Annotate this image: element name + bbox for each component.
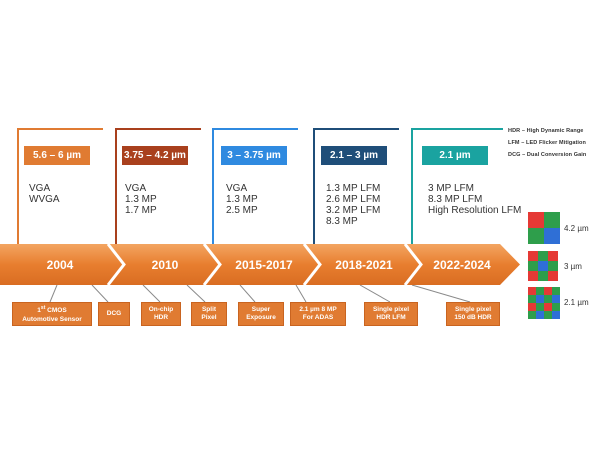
pixel-grid-3um-icon [528,251,558,281]
chevron-divider [202,243,222,286]
pixel-size-2015: 3 – 3.75 µm [221,146,287,165]
milestone-line: 2.1 µm 8 MP [299,306,337,313]
milestone-super-exposure: Super Exposure [238,302,284,326]
year-2018-2021: 2018-2021 [335,257,393,272]
milestone-line: Single pixel [372,306,410,313]
year-2022-2024: 2022-2024 [433,257,491,272]
milestone-line: Automotive Sensor [22,315,82,323]
chevron-divider [106,243,126,286]
milestone-line: Pixel [201,314,217,321]
chevron-divider [403,243,423,286]
timeline-arrow [0,243,520,286]
milestone-on-chip-hdr: On-chip HDR [141,302,181,326]
legend-dcg: DCG – Dual Conversion Gain [508,152,587,158]
era-bracket-2010 [115,128,201,244]
milestone-connectors [49,285,471,303]
milestone-line: Single pixel [454,306,492,313]
milestone-line: HDR LFM [376,314,406,321]
milestone-line: HDR [153,314,169,321]
chevron-divider [302,243,322,286]
milestone-first-cmos: 1st CMOS Automotive Sensor [12,302,92,326]
pixel-grid-label: 4.2 µm [564,224,589,233]
year-2015-2017: 2015-2017 [235,257,293,272]
era-bracket-2015 [212,128,298,244]
resolutions-2004: VGA WVGA [29,183,60,205]
legend-hdr: HDR – High Dynamic Range [508,128,584,134]
milestone-dcg: DCG [98,302,130,326]
year-2010: 2010 [151,257,179,272]
milestone-line: Super [251,306,271,313]
resolutions-2022: 3 MP LFM 8.3 MP LFM High Resolution LFM [428,183,522,216]
legend-lfm: LFM – LED Flicker Mitigation [508,140,586,146]
pixel-grid-label: 2.1 µm [564,298,589,307]
milestone-single-pixel-hdr-lfm: Single pixel HDR LFM [364,302,418,326]
milestone-8mp-adas: 2.1 µm 8 MP For ADAS [290,302,346,326]
milestone-single-pixel-150db: Single pixel 150 dB HDR [446,302,500,326]
resolutions-2010: VGA 1.3 MP 1.7 MP [125,183,157,216]
pixel-grid-4-2um-icon [528,212,560,244]
pixel-size-2004: 5.6 – 6 µm [24,146,90,165]
era-bracket-2018 [313,128,399,244]
milestone-line: 150 dB HDR [454,314,492,321]
pixel-grid-label: 3 µm [564,262,582,271]
resolutions-2015: VGA 1.3 MP 2.5 MP [226,183,258,216]
era-bracket-2022 [411,128,503,244]
milestone-line: DCG [106,310,122,317]
pixel-size-2018: 2.1 – 3 µm [321,146,387,165]
milestone-line: For ADAS [302,314,334,321]
pixel-size-2022: 2.1 µm [422,146,488,165]
milestone-line: On-chip [148,306,174,313]
resolutions-2018: 1.3 MP LFM 2.6 MP LFM 3.2 MP LFM 8.3 MP [326,183,381,227]
pixel-grid-2-1um-icon [528,287,560,319]
milestone-line: Exposure [246,314,276,321]
milestone-line: Split [201,306,217,313]
pixel-size-2010: 3.75 – 4.2 µm [122,146,188,165]
year-2004: 2004 [46,257,74,272]
milestone-split-pixel: Split Pixel [191,302,227,326]
era-bracket-2004 [17,128,103,244]
milestone-line: 1st CMOS [37,305,67,315]
